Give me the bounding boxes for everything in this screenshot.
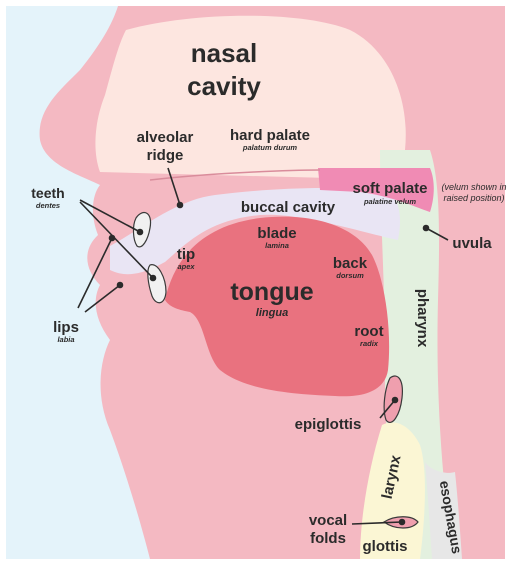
alveolar-ridge-label-2: ridge	[147, 147, 184, 164]
lips-label: lips	[53, 319, 79, 336]
nasal-cavity-label-2: cavity	[187, 71, 261, 101]
tip-label: tip	[177, 246, 195, 263]
vocal-folds-label: vocal	[309, 512, 347, 529]
tip-latin: apex	[177, 262, 195, 271]
hard-palate-label: hard palate	[230, 127, 310, 144]
pharynx-label: pharynx	[414, 289, 431, 348]
alveolar-ridge-label: alveolar	[137, 129, 194, 146]
buccal-cavity-label: buccal cavity	[241, 199, 336, 216]
hard-palate-latin: palatum durum	[242, 143, 298, 152]
tongue-latin: lingua	[256, 307, 288, 319]
root-label: root	[354, 323, 383, 340]
root-latin: radix	[360, 339, 379, 348]
epiglottis-label: epiglottis	[295, 416, 362, 433]
teeth-label: teeth	[31, 185, 64, 201]
lips-latin: labia	[57, 335, 74, 344]
back-latin: dorsum	[336, 271, 364, 280]
soft-palate-label: soft palate	[352, 180, 427, 197]
teeth-latin: dentes	[36, 201, 60, 210]
glottis-label: glottis	[363, 538, 408, 555]
vocal-folds-label-2: folds	[310, 530, 346, 547]
blade-label: blade	[257, 225, 296, 242]
velum-note: (velum shown in	[441, 182, 506, 192]
soft-palate-latin: palatine velum	[363, 197, 416, 206]
blade-latin: lamina	[265, 241, 289, 250]
back-label: back	[333, 255, 368, 272]
nasal-cavity-label: nasal	[191, 38, 258, 68]
velum-note-2: raised position)	[443, 193, 504, 203]
uvula-label: uvula	[452, 235, 492, 252]
tongue-label: tongue	[230, 278, 313, 306]
